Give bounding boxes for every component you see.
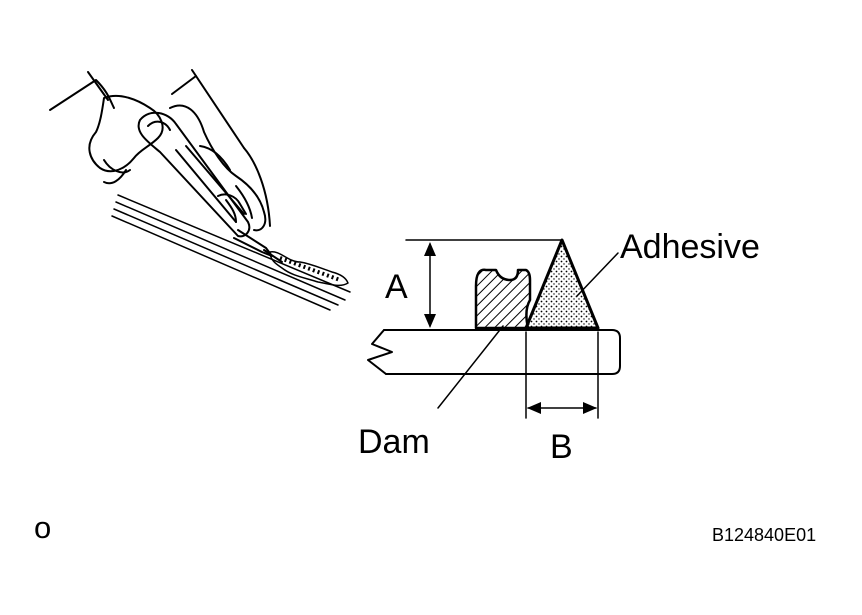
dimension-b-label: B bbox=[550, 428, 573, 466]
dimension-a bbox=[405, 239, 563, 328]
figure-code: B124840E01 bbox=[712, 525, 816, 545]
panel-surface bbox=[111, 194, 351, 311]
corner-mark: o bbox=[34, 510, 51, 545]
adhesive-bead bbox=[269, 251, 349, 287]
adhesive-label: Adhesive bbox=[620, 228, 760, 266]
adhesive-section bbox=[524, 238, 600, 330]
glass-panel-section bbox=[367, 329, 621, 375]
leader-lines bbox=[437, 252, 619, 409]
dam-section bbox=[474, 268, 532, 330]
dimension-b bbox=[525, 331, 599, 419]
caulking-gun-icon bbox=[137, 111, 283, 263]
gloved-hands-icon bbox=[49, 69, 271, 232]
dimension-a-label: A bbox=[385, 268, 408, 306]
dam-label: Dam bbox=[358, 423, 430, 461]
